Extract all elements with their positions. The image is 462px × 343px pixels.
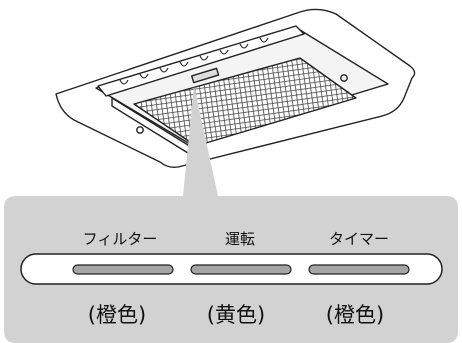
color-label-filter: (橙色) [87,303,147,327]
color-label-timer: (橙色) [325,303,385,327]
screw-left [136,126,144,134]
louver-vanes [119,37,269,85]
air-conditioner-unit [55,8,416,169]
intake-grille [133,57,357,147]
top-louver [97,25,305,97]
lamp-filter [72,264,174,275]
lamp-timer [308,264,410,275]
indicator-receiver [190,67,220,84]
indicator-label-operation: 運転 [224,230,256,248]
screw-right [340,74,348,82]
indicator-label-timer: タイマー [328,230,390,248]
color-label-operation: (黄色) [206,303,266,327]
indicator-label-filter: フィルター [82,230,158,248]
lamp-operation [190,264,292,275]
